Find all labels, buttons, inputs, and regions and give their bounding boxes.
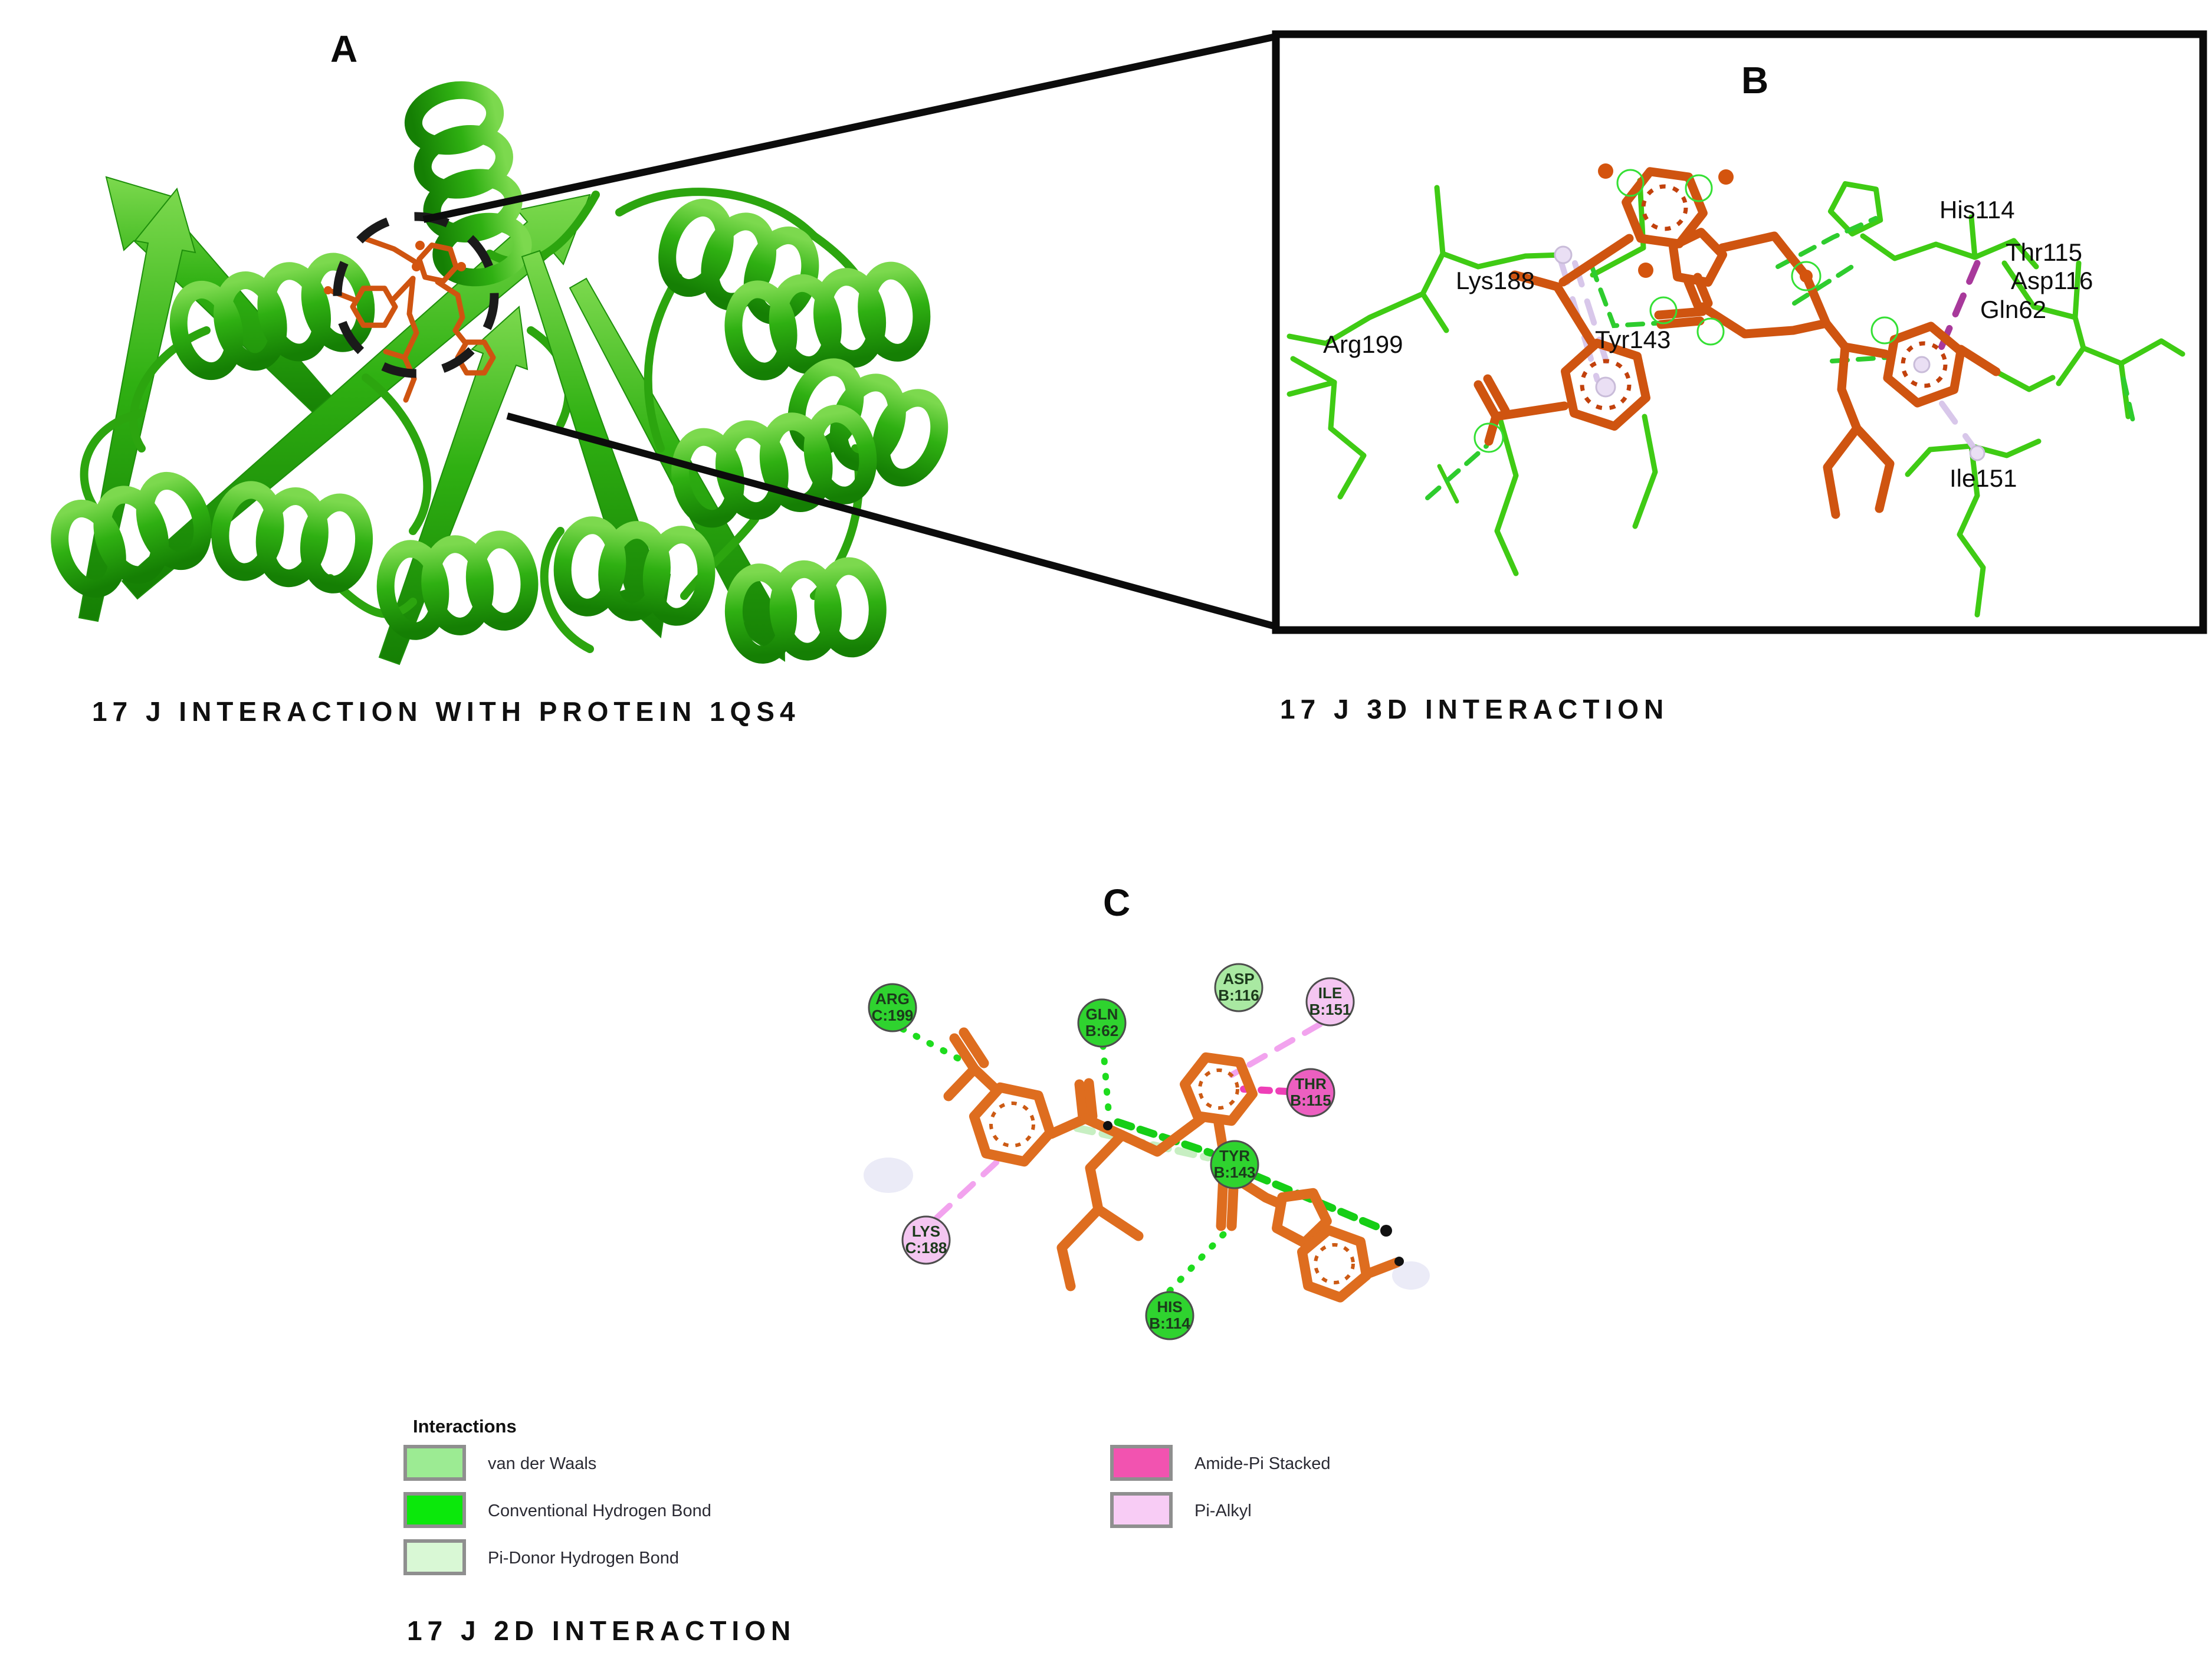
legend-swatch (403, 1539, 466, 1575)
residue-sticks-lys188 (1286, 185, 1565, 346)
residue-bubble-lys-c188: LYS C:188 (901, 1215, 951, 1265)
hbond-dash (1589, 263, 1678, 329)
legend-swatch (1110, 1492, 1173, 1528)
residue-bubble-tyr-b143: TYR B:143 (1210, 1140, 1259, 1189)
panel-a-ligand (324, 234, 493, 403)
panel-b-letter: B (1741, 59, 1768, 101)
hbond-dot-gln62 (1100, 1042, 1112, 1120)
legend-item-pi-donor-hbond: Pi-Donor Hydrogen Bond (403, 1539, 679, 1575)
pi-alkyl-dash-lys188 (934, 1155, 1005, 1221)
residue-label-thr115: Thr115 (2006, 238, 2082, 266)
residue-sticks-background (1437, 178, 1658, 576)
legend-label: Pi-Donor Hydrogen Bond (488, 1549, 679, 1568)
bubble-name: GLN (1086, 1005, 1118, 1023)
hbond-dash (1775, 216, 1878, 269)
panel-c-letter: C (1103, 881, 1130, 924)
residue-sticks-his114 (1827, 182, 2039, 270)
residue-label-arg199: Arg199 (1323, 330, 1403, 358)
pi-alkyl-dash-ile151 (1229, 1021, 1323, 1078)
residue-label-ile151: Ile151 (1950, 464, 2017, 492)
bubble-name: ASP (1223, 970, 1254, 988)
residue-label-gln62: Gln62 (1980, 296, 2046, 323)
legend-item-amide-pi-stacked: Amide-Pi Stacked (1110, 1445, 1331, 1481)
panel-c-2d-interaction: ARG C:199 GLN B:62 ASP B:116 ILE B:151 T… (864, 963, 1430, 1340)
legend-item-pi-alkyl: Pi-Alkyl (1110, 1492, 1252, 1528)
pi-alkyl-dash (1939, 401, 1979, 454)
pi-dash (1572, 260, 1613, 377)
hbond-dot-arg199 (899, 1025, 974, 1068)
residue-bubble-his-b114: HIS B:114 (1145, 1291, 1194, 1340)
bubble-chain: B:143 (1214, 1163, 1256, 1181)
legend-swatch (1110, 1445, 1173, 1481)
residue-label-tyr143: Tyr143 (1595, 326, 1671, 353)
interactions-legend: Interactions van der Waals Conventional … (403, 1416, 1331, 1575)
alpha-helix (215, 486, 369, 588)
bubble-name: TYR (1219, 1147, 1250, 1165)
legend-label: Pi-Alkyl (1194, 1501, 1252, 1520)
hbond-dash-tyr143 (1114, 1118, 1215, 1157)
callout-line-bottom (506, 412, 1277, 630)
legend-label: Conventional Hydrogen Bond (488, 1501, 711, 1520)
panel-c-caption: 17 J 2D INTERACTION (407, 1615, 796, 1646)
hbond-dash (2121, 376, 2136, 428)
residue-bubble-ile-b151: ILE B:151 (1305, 977, 1355, 1027)
bubble-chain: B:116 (1218, 986, 1259, 1004)
residue-bubble-arg-c199: ARG C:199 (868, 983, 917, 1032)
bubble-chain: B:114 (1149, 1314, 1190, 1332)
hbond-dash (1792, 262, 1858, 306)
residue-label-his114: His114 (1939, 196, 2015, 224)
legend-swatch (403, 1492, 466, 1528)
panel-a-letter: A (330, 28, 357, 70)
bubble-chain: B:115 (1290, 1091, 1331, 1109)
bubble-chain: B:151 (1310, 1001, 1351, 1018)
residue-bubble-thr-b115: THR B:115 (1286, 1068, 1335, 1117)
bubble-chain: B:62 (1085, 1022, 1118, 1040)
residue-label-asp116: Asp116 (2011, 267, 2093, 294)
bubble-name: ARG (875, 990, 910, 1008)
legend-item-van-der-waals: van der Waals (403, 1445, 596, 1481)
panel-b-3d-interaction: Lys188 Arg199 Tyr143 His114 Thr115 Asp11… (1286, 163, 2185, 618)
legend-item-conventional-hbond: Conventional Hydrogen Bond (403, 1492, 711, 1528)
panel-a-caption: 17 J INTERACTION WITH PROTEIN 1QS4 (92, 696, 800, 727)
hbond-dash (1425, 444, 1489, 500)
alpha-helix (728, 267, 927, 375)
panel-a-protein-ribbon (50, 83, 950, 664)
legend-title: Interactions (413, 1416, 517, 1437)
panel-b-ligand (1473, 169, 2001, 519)
residue-sticks-arg199 (1286, 356, 1367, 500)
legend-label: Amide-Pi Stacked (1194, 1454, 1331, 1473)
callout-line-top (422, 33, 1277, 223)
legend-label: van der Waals (488, 1454, 596, 1473)
residue-sticks-ile151 (1905, 438, 2042, 618)
panel-b-caption: 17 J 3D INTERACTION (1280, 694, 1669, 724)
residue-label-lys188: Lys188 (1456, 267, 1535, 294)
bubble-chain: C:188 (905, 1239, 947, 1257)
bubble-name: LYS (912, 1222, 940, 1240)
bubble-name: ILE (1318, 984, 1342, 1002)
residue-bubble-gln-b62: GLN B:62 (1077, 998, 1127, 1048)
zoom-region-circle (333, 212, 499, 378)
bubble-name: HIS (1157, 1298, 1182, 1316)
panel-c-ligand (943, 1027, 1404, 1303)
bubble-chain: C:199 (872, 1006, 914, 1024)
legend-swatch (403, 1445, 466, 1481)
hbond-dot-his114 (1166, 1227, 1230, 1294)
residue-bubble-asp-b116: ASP B:116 (1214, 963, 1263, 1012)
bubble-name: THR (1295, 1075, 1327, 1093)
